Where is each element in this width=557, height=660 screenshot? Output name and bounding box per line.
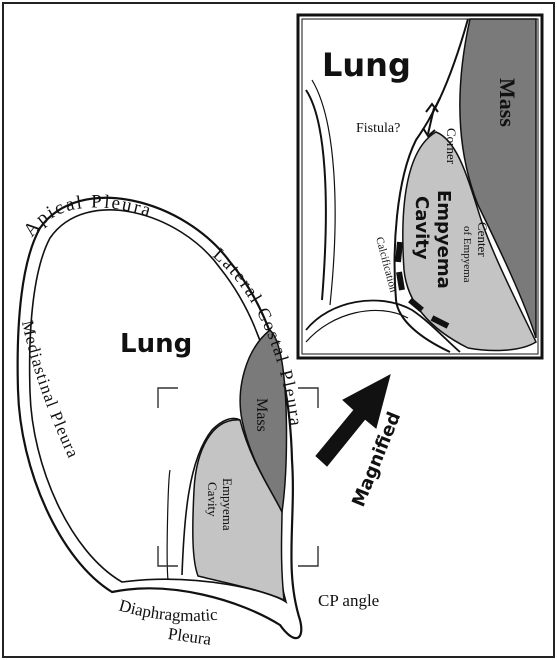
diaphragmatic-label-line1: Diaphragmatic — [117, 596, 219, 625]
diaphragmatic-label-line2: Pleura — [167, 624, 213, 649]
inset-lung-label: Lung — [322, 46, 411, 84]
lung-label: Lung — [120, 329, 192, 359]
center-label-line1: Center — [475, 222, 490, 257]
center-label-line2: of Empyema — [461, 226, 473, 283]
fistula-label: Fistula? — [356, 121, 400, 136]
mass-label: Mass — [253, 398, 270, 432]
inset-empyema-line1: Empyema — [433, 190, 454, 289]
corner-label: Corner — [444, 128, 459, 165]
empyema-label-line1: Empyema — [220, 478, 235, 531]
magnified-arrow: Magnified — [316, 375, 405, 510]
empyema-label-line2: Cavity — [205, 482, 220, 517]
inset-magnified-view: Lung Mass Fistula? Corner Empyema Cavity… — [298, 15, 542, 358]
cp-angle-label: CP angle — [318, 591, 379, 610]
inset-empyema-line2: Cavity — [411, 196, 432, 260]
inset-mass-label: Mass — [495, 78, 520, 127]
